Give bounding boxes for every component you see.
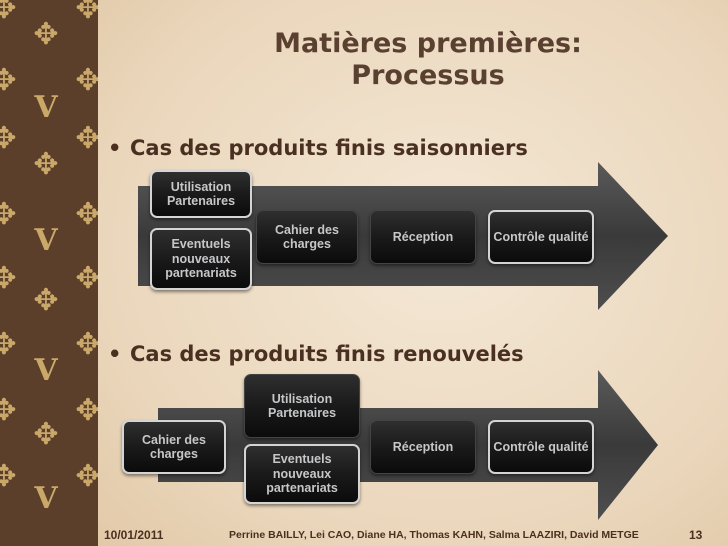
step-label: Eventuels nouveaux partenariats xyxy=(165,237,237,281)
bullet-renouveles: • Cas des produits finis renouvelés xyxy=(108,342,524,366)
quatrefoil-flower-icon: ✥ xyxy=(0,459,17,494)
step-utilisation-partenaires: Utilisation Partenaires xyxy=(150,170,252,218)
quatrefoil-flower-icon: ✥ xyxy=(75,261,98,296)
step-utilisation-partenaires: Utilisation Partenaires xyxy=(244,374,360,438)
step-eventuels-partenariats: Eventuels nouveaux partenariats xyxy=(150,228,252,290)
bullet-saisonniers: • Cas des produits finis saisonniers xyxy=(108,136,528,160)
slide-title: Matières premières: Processus xyxy=(218,28,638,93)
quatrefoil-flower-icon: ✥ xyxy=(33,147,59,182)
lv-monogram-icon: V xyxy=(34,90,58,125)
lv-monogram-icon: V xyxy=(34,223,58,258)
step-cahier-des-charges: Cahier des charges xyxy=(122,420,226,474)
quatrefoil-flower-icon: ✥ xyxy=(0,0,17,26)
step-label: Cahier des charges xyxy=(275,222,339,251)
bullet-dot: • xyxy=(108,342,122,366)
bullet-text: Cas des produits finis renouvelés xyxy=(130,342,524,366)
quatrefoil-flower-icon: ✥ xyxy=(0,393,17,428)
lv-monogram-icon: V xyxy=(34,481,58,516)
quatrefoil-flower-icon: ✥ xyxy=(75,197,98,232)
quatrefoil-flower-icon: ✥ xyxy=(33,283,59,318)
step-eventuels-partenariats: Eventuels nouveaux partenariats xyxy=(244,444,360,504)
quatrefoil-flower-icon: ✥ xyxy=(75,121,98,156)
quatrefoil-flower-icon: ✥ xyxy=(75,459,98,494)
quatrefoil-flower-icon: ✥ xyxy=(0,63,17,98)
quatrefoil-flower-icon: ✥ xyxy=(33,417,59,452)
quatrefoil-flower-icon: ✥ xyxy=(75,393,98,428)
step-reception: Réception xyxy=(370,420,476,474)
step-label: Contrôle qualité xyxy=(493,439,589,454)
lv-monogram-icon: V xyxy=(34,353,58,388)
quatrefoil-flower-icon: ✥ xyxy=(0,261,17,296)
page-number: 13 xyxy=(689,528,703,542)
step-label: Utilisation Partenaires xyxy=(267,391,337,420)
step-label: Eventuels nouveaux partenariats xyxy=(266,452,338,496)
step-label: Réception xyxy=(392,229,454,244)
quatrefoil-flower-icon: ✥ xyxy=(0,327,17,362)
step-controle-qualite: Contrôle qualité xyxy=(488,420,594,474)
step-label: Réception xyxy=(392,439,454,454)
title-line-2: Processus xyxy=(351,60,505,92)
step-controle-qualite: Contrôle qualité xyxy=(488,210,594,264)
step-label: Utilisation Partenaires xyxy=(166,179,236,208)
step-label: Cahier des charges xyxy=(142,432,206,461)
title-line-1: Matières premières: xyxy=(274,28,582,59)
monogram-band: ✥ ✥ ✥ ✥ V ✥ ✥ ✥ ✥ ✥ V ✥ ✥ ✥ ✥ ✥ V ✥ ✥ ✥ … xyxy=(0,0,98,546)
step-cahier-des-charges: Cahier des charges xyxy=(256,210,358,264)
bullet-text: Cas des produits finis saisonniers xyxy=(130,136,528,160)
footer-date: 10/01/2011 xyxy=(104,528,164,542)
slide: Matières premières: Processus • Cas des p… xyxy=(98,0,728,546)
quatrefoil-flower-icon: ✥ xyxy=(33,17,59,52)
step-label: Contrôle qualité xyxy=(493,229,589,244)
bullet-dot: • xyxy=(108,136,122,160)
quatrefoil-flower-icon: ✥ xyxy=(75,0,98,26)
quatrefoil-flower-icon: ✥ xyxy=(75,63,98,98)
step-reception: Réception xyxy=(370,210,476,264)
quatrefoil-flower-icon: ✥ xyxy=(75,327,98,362)
quatrefoil-flower-icon: ✥ xyxy=(0,197,17,232)
quatrefoil-flower-icon: ✥ xyxy=(0,121,17,156)
footer-authors: Perrine BAILLY, Lei CAO, Diane HA, Thoma… xyxy=(229,529,639,541)
